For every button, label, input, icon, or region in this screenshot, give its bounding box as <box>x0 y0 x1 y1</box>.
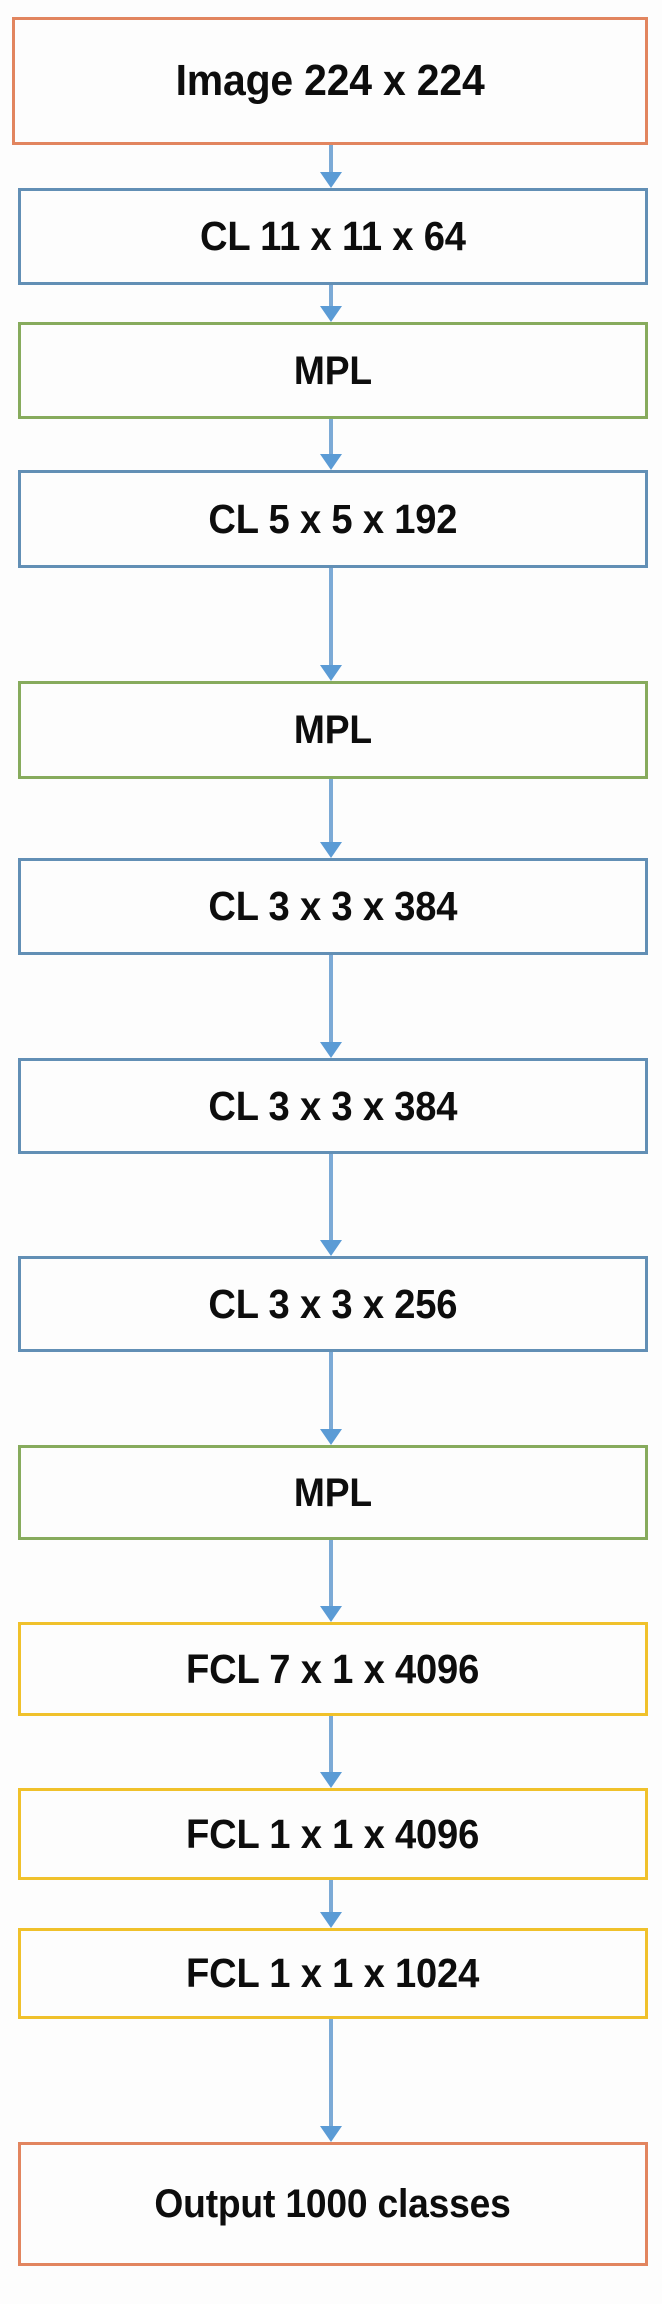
node-conv2[interactable]: CL 5 x 5 x 192 <box>18 470 648 568</box>
node-conv3[interactable]: CL 3 x 3 x 384 <box>18 858 648 955</box>
arrow-stem <box>329 779 333 844</box>
flow-arrow-input-to-conv1 <box>311 145 351 188</box>
flow-arrow-fc1-to-fc2 <box>311 1716 351 1788</box>
arrow-stem <box>329 955 333 1044</box>
arrow-down-icon <box>320 1606 342 1622</box>
node-label-pool3: MPL <box>294 1470 372 1515</box>
arrow-stem <box>329 1352 333 1431</box>
flow-arrow-pool1-to-conv2 <box>311 419 351 470</box>
arrow-down-icon <box>320 842 342 858</box>
node-label-fc3: FCL 1 x 1 x 1024 <box>186 1950 480 1996</box>
arrow-down-icon <box>320 1240 342 1256</box>
node-fc3[interactable]: FCL 1 x 1 x 1024 <box>18 1928 648 2019</box>
flow-arrow-fc2-to-fc3 <box>311 1880 351 1928</box>
flow-arrow-conv2-to-pool2 <box>311 568 351 681</box>
flow-arrow-pool3-to-fc1 <box>311 1540 351 1622</box>
node-conv4[interactable]: CL 3 x 3 x 384 <box>18 1058 648 1154</box>
arrow-down-icon <box>320 665 342 681</box>
arrow-stem <box>329 145 333 174</box>
arrow-down-icon <box>320 172 342 188</box>
node-fc2[interactable]: FCL 1 x 1 x 4096 <box>18 1788 648 1880</box>
node-label-input: Image 224 x 224 <box>175 56 485 105</box>
arrow-stem <box>329 285 333 308</box>
arrow-stem <box>329 419 333 456</box>
arrow-stem <box>329 2019 333 2128</box>
arrow-down-icon <box>320 454 342 470</box>
node-label-conv2: CL 5 x 5 x 192 <box>208 495 458 542</box>
arrow-down-icon <box>320 2126 342 2142</box>
node-label-output: Output 1000 classes <box>154 2182 512 2226</box>
node-conv5[interactable]: CL 3 x 3 x 256 <box>18 1256 648 1352</box>
arrow-stem <box>329 1880 333 1914</box>
node-label-conv5: CL 3 x 3 x 256 <box>208 1280 458 1327</box>
node-pool1[interactable]: MPL <box>18 322 648 419</box>
flow-arrow-pool2-to-conv3 <box>311 779 351 858</box>
flow-arrow-conv5-to-pool3 <box>311 1352 351 1445</box>
flow-arrow-conv1-to-pool1 <box>311 285 351 322</box>
arrow-stem <box>329 1154 333 1242</box>
arrow-down-icon <box>320 1429 342 1445</box>
arrow-stem <box>329 1540 333 1608</box>
arrow-stem <box>329 568 333 667</box>
node-label-conv4: CL 3 x 3 x 384 <box>208 1082 458 1129</box>
flow-arrow-conv3-to-conv4 <box>311 955 351 1058</box>
node-pool3[interactable]: MPL <box>18 1445 648 1540</box>
node-conv1[interactable]: CL 11 x 11 x 64 <box>18 188 648 285</box>
node-pool2[interactable]: MPL <box>18 681 648 779</box>
node-label-pool1: MPL <box>294 348 372 393</box>
node-label-conv3: CL 3 x 3 x 384 <box>208 883 458 929</box>
arrow-down-icon <box>320 306 342 322</box>
arrow-down-icon <box>320 1912 342 1928</box>
arrow-stem <box>329 1716 333 1774</box>
node-input[interactable]: Image 224 x 224 <box>12 17 648 145</box>
arrow-down-icon <box>320 1042 342 1058</box>
node-label-pool2: MPL <box>294 708 372 752</box>
flow-arrow-conv4-to-conv5 <box>311 1154 351 1256</box>
flow-arrow-fc3-to-output <box>311 2019 351 2142</box>
arrow-down-icon <box>320 1772 342 1788</box>
node-label-fc2: FCL 1 x 1 x 4096 <box>186 1810 480 1857</box>
node-fc1[interactable]: FCL 7 x 1 x 4096 <box>18 1622 648 1716</box>
node-output[interactable]: Output 1000 classes <box>18 2142 648 2266</box>
node-label-conv1: CL 11 x 11 x 64 <box>200 213 466 259</box>
node-label-fc1: FCL 7 x 1 x 4096 <box>186 1645 480 1692</box>
